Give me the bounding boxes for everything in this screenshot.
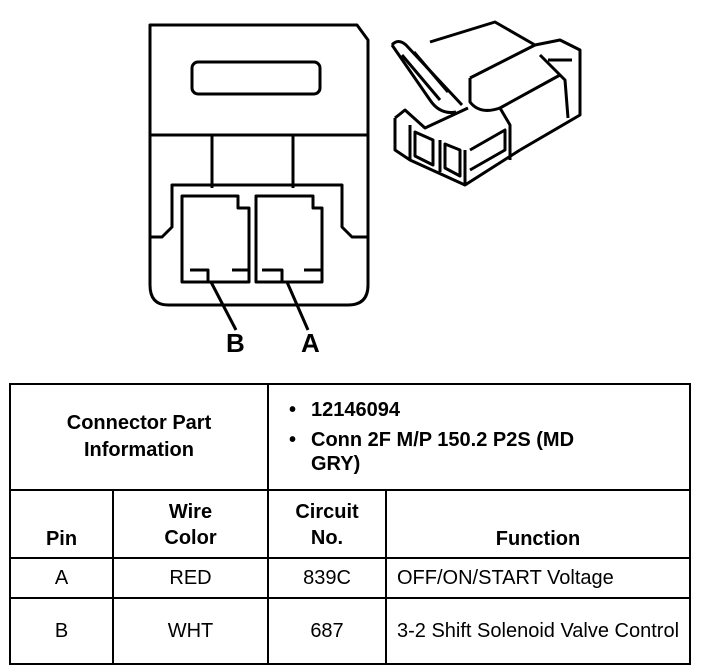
pin-cell: A — [9, 557, 114, 599]
terminal-cavity-outline — [150, 183, 368, 239]
connector-part-number: 12146094 — [289, 398, 689, 422]
connector-diagram: B A — [148, 20, 582, 358]
connector-housing-outline — [148, 23, 370, 307]
connector-iso-view — [390, 20, 582, 187]
cavity-b-terminal — [190, 268, 249, 282]
circuit-no-column-header: Circuit No. — [267, 489, 387, 559]
column-header-row: Pin Wire Color Circuit No. Function — [9, 489, 691, 559]
function-cell: 3-2 Shift Solenoid Valve Control — [385, 597, 691, 665]
pin-b-leader — [209, 281, 238, 331]
wire-color-header-text: Wire Color — [164, 501, 217, 549]
pin-column-header: Pin — [9, 489, 114, 559]
connector-part-header-text: Connector Part Information — [66, 412, 212, 461]
lock-rails — [210, 135, 295, 188]
cavity-b — [180, 194, 251, 284]
circuit-no-header-text: Circuit No. — [295, 501, 359, 549]
latch-window — [190, 60, 322, 96]
connector-info-row: Connector Part Information 12146094 Conn… — [9, 383, 691, 491]
pin-a-leader — [285, 281, 310, 331]
cavity-a-terminal — [262, 268, 322, 282]
wire-color-cell: RED — [112, 557, 269, 599]
wire-color-cell: WHT — [112, 597, 269, 665]
circuit-cell: 687 — [267, 597, 387, 665]
cavity-a — [254, 194, 324, 284]
pin-b-callout: B — [226, 328, 245, 358]
table-row: B WHT 687 3-2 Shift Solenoid Valve Contr… — [9, 597, 691, 665]
function-cell: OFF/ON/START Voltage — [385, 557, 691, 599]
connector-part-info: 12146094 Conn 2F M/P 150.2 P2S (MD GRY) — [267, 383, 691, 491]
function-column-header: Function — [385, 489, 691, 559]
wire-color-column-header: Wire Color — [112, 489, 269, 559]
connector-face-view — [148, 23, 370, 331]
connector-part-header: Connector Part Information — [9, 383, 269, 491]
circuit-cell: 839C — [267, 557, 387, 599]
connector-info-list: 12146094 Conn 2F M/P 150.2 P2S (MD GRY) — [269, 398, 689, 476]
table-row: A RED 839C OFF/ON/START Voltage — [9, 557, 691, 599]
pin-cell: B — [9, 597, 114, 665]
connector-description: Conn 2F M/P 150.2 P2S (MD GRY) — [289, 428, 611, 476]
function-text: 3-2 Shift Solenoid Valve Control — [397, 619, 680, 642]
pin-a-callout: A — [301, 328, 320, 358]
connector-drawing — [148, 20, 582, 331]
connector-pinout-table: Connector Part Information 12146094 Conn… — [9, 383, 691, 665]
